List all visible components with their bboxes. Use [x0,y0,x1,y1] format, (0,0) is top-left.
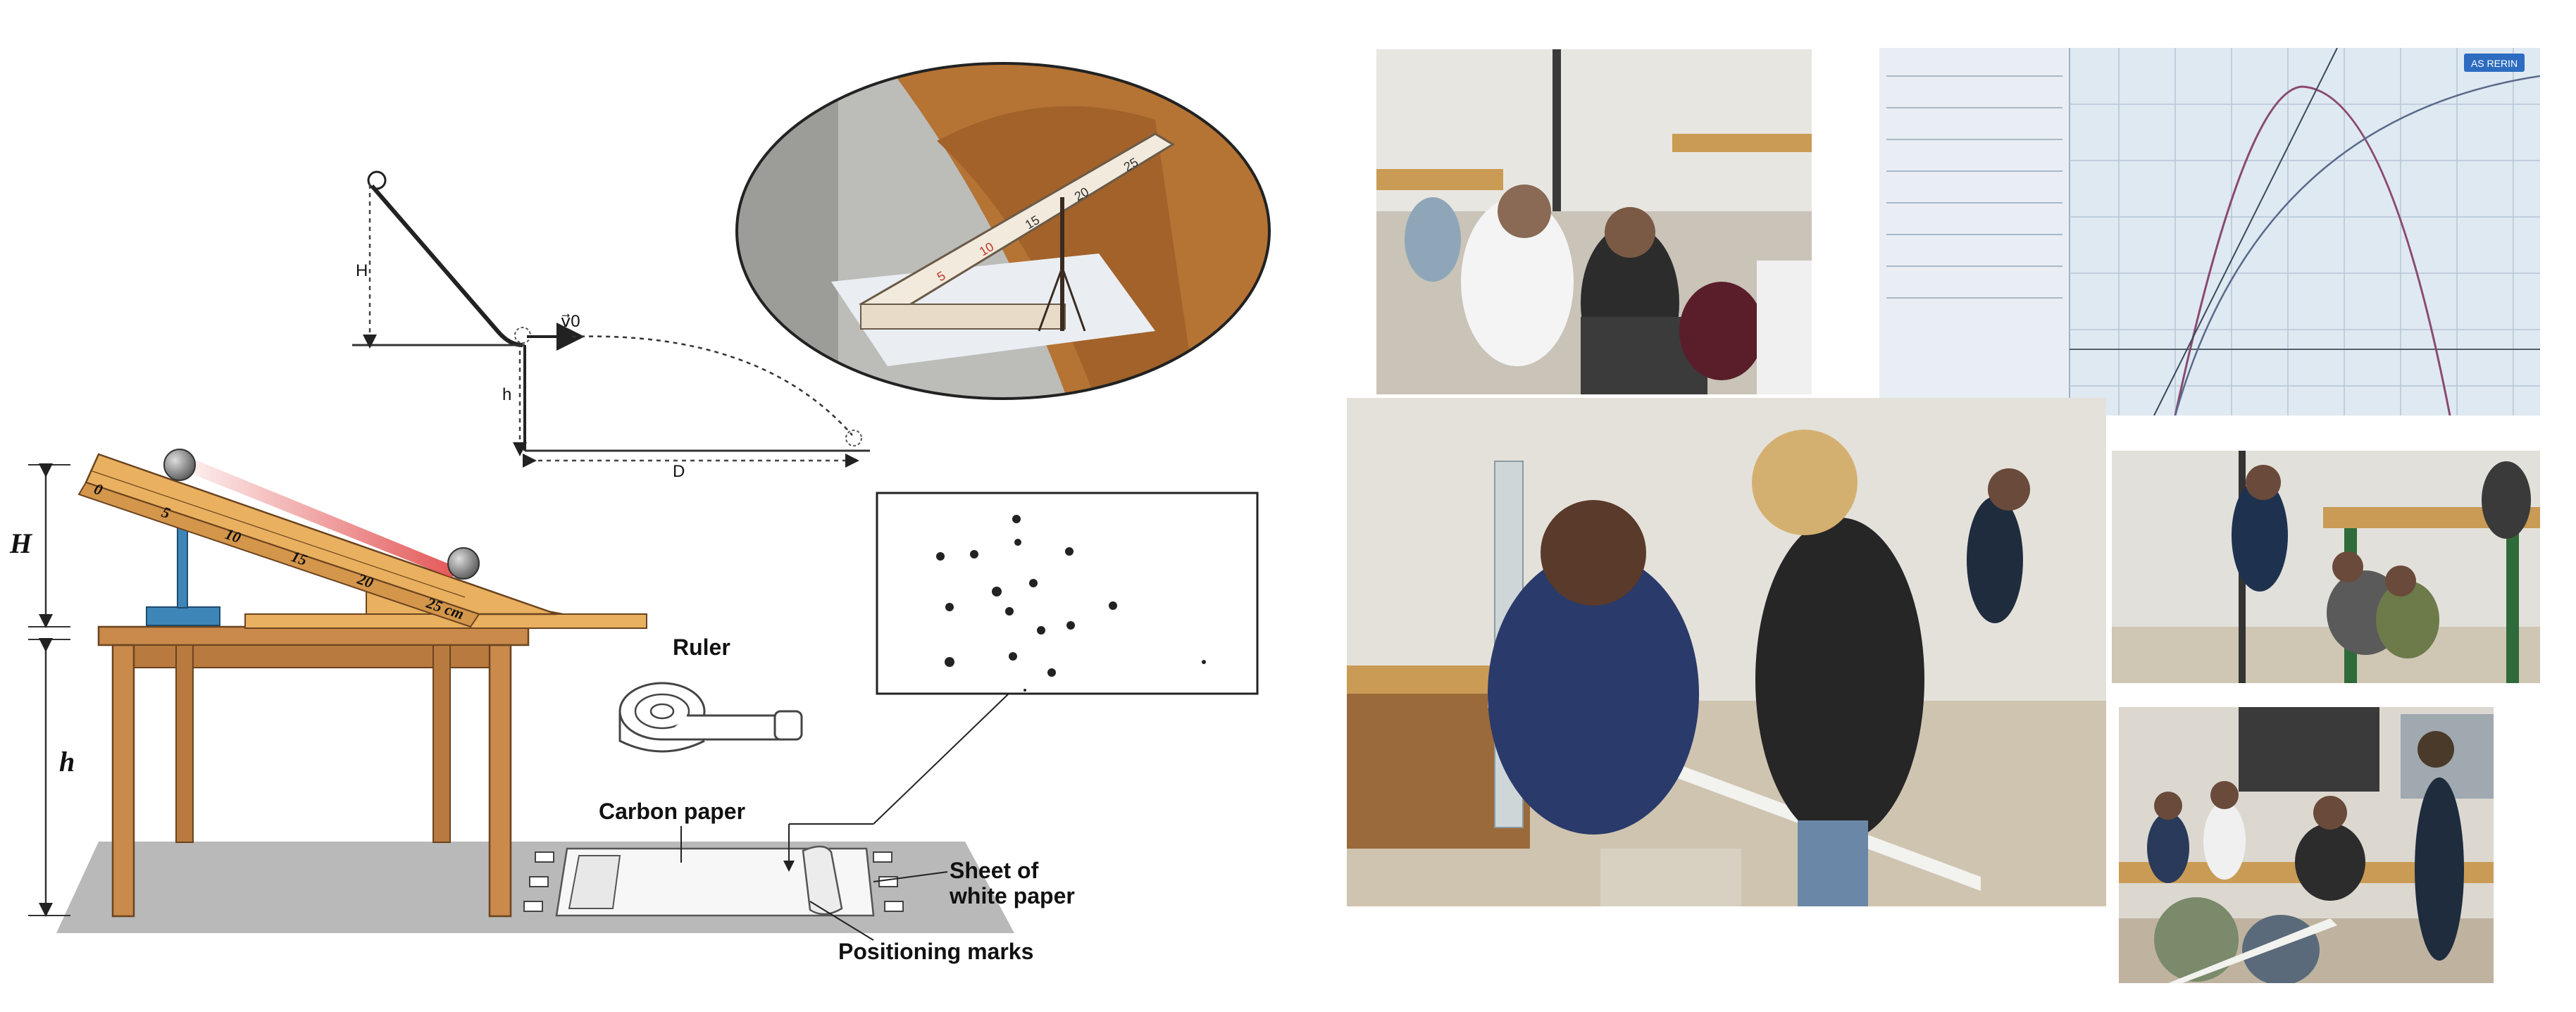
ball-landing-marker [845,430,862,446]
ramp-photo-oval: 5 10 15 20 25 [735,62,1271,400]
ball-bottom [447,547,480,580]
photo-ramp-base [860,304,1066,330]
photo-students-floor [1376,49,1812,394]
photo-students-measuring [1347,398,2106,906]
sheet-label-line1: Sheet of [950,858,1039,883]
rolled-carbon-paper [802,845,843,916]
carbon-paper-label: Carbon paper [599,799,745,824]
photo-classroom-small [2119,707,2494,983]
tape-measure-icon [618,682,803,753]
software-badge-text: AS RERIN [2471,58,2518,69]
setup-illustration: H h 0 5 10 15 20 25 cm [9,449,1259,964]
sheet-label-line2: white paper [949,883,1075,908]
software-badge [2464,54,2525,72]
ball-start-marker [367,170,387,190]
inclined-ramp [85,453,557,616]
impact-marks-inset [876,492,1259,695]
parabola-curve [2174,85,2451,416]
table-leg [111,644,135,918]
positioning-mark [523,901,543,912]
sidebar-rows [1886,75,2062,299]
positioning-mark [884,901,904,912]
positioning-mark [873,851,892,863]
table-top [97,625,530,646]
ramp-profile [370,185,523,347]
oval-frame [735,62,1271,400]
trajectory-schematic: H v⃗0 h D [352,170,870,481]
setup-H-label: H [9,527,33,559]
positioning-mark [529,876,549,887]
setup-h-label: h [59,746,75,777]
schematic-v0-label: v⃗0 [561,312,580,331]
positioning-mark [535,851,554,863]
impact-dots [936,515,1206,692]
photo-classroom-wide [2112,451,2540,683]
experiment-diagram: H v⃗0 h D 5 10 15 20 25 [9,62,1271,964]
ramp-stand-base [146,606,220,626]
schematic-H-label: H [356,261,368,280]
projectile-trajectory [571,335,853,436]
ruler-label: Ruler [673,635,730,660]
positioning-marks-label: Positioning marks [838,939,1033,964]
schematic-D-label: D [673,462,685,481]
ball-top [163,449,196,481]
schematic-h-label: h [502,385,511,404]
photo-software-graph: AS RERIN [1879,48,2540,416]
table-leg [488,644,512,918]
ball-path-trail [176,458,465,577]
